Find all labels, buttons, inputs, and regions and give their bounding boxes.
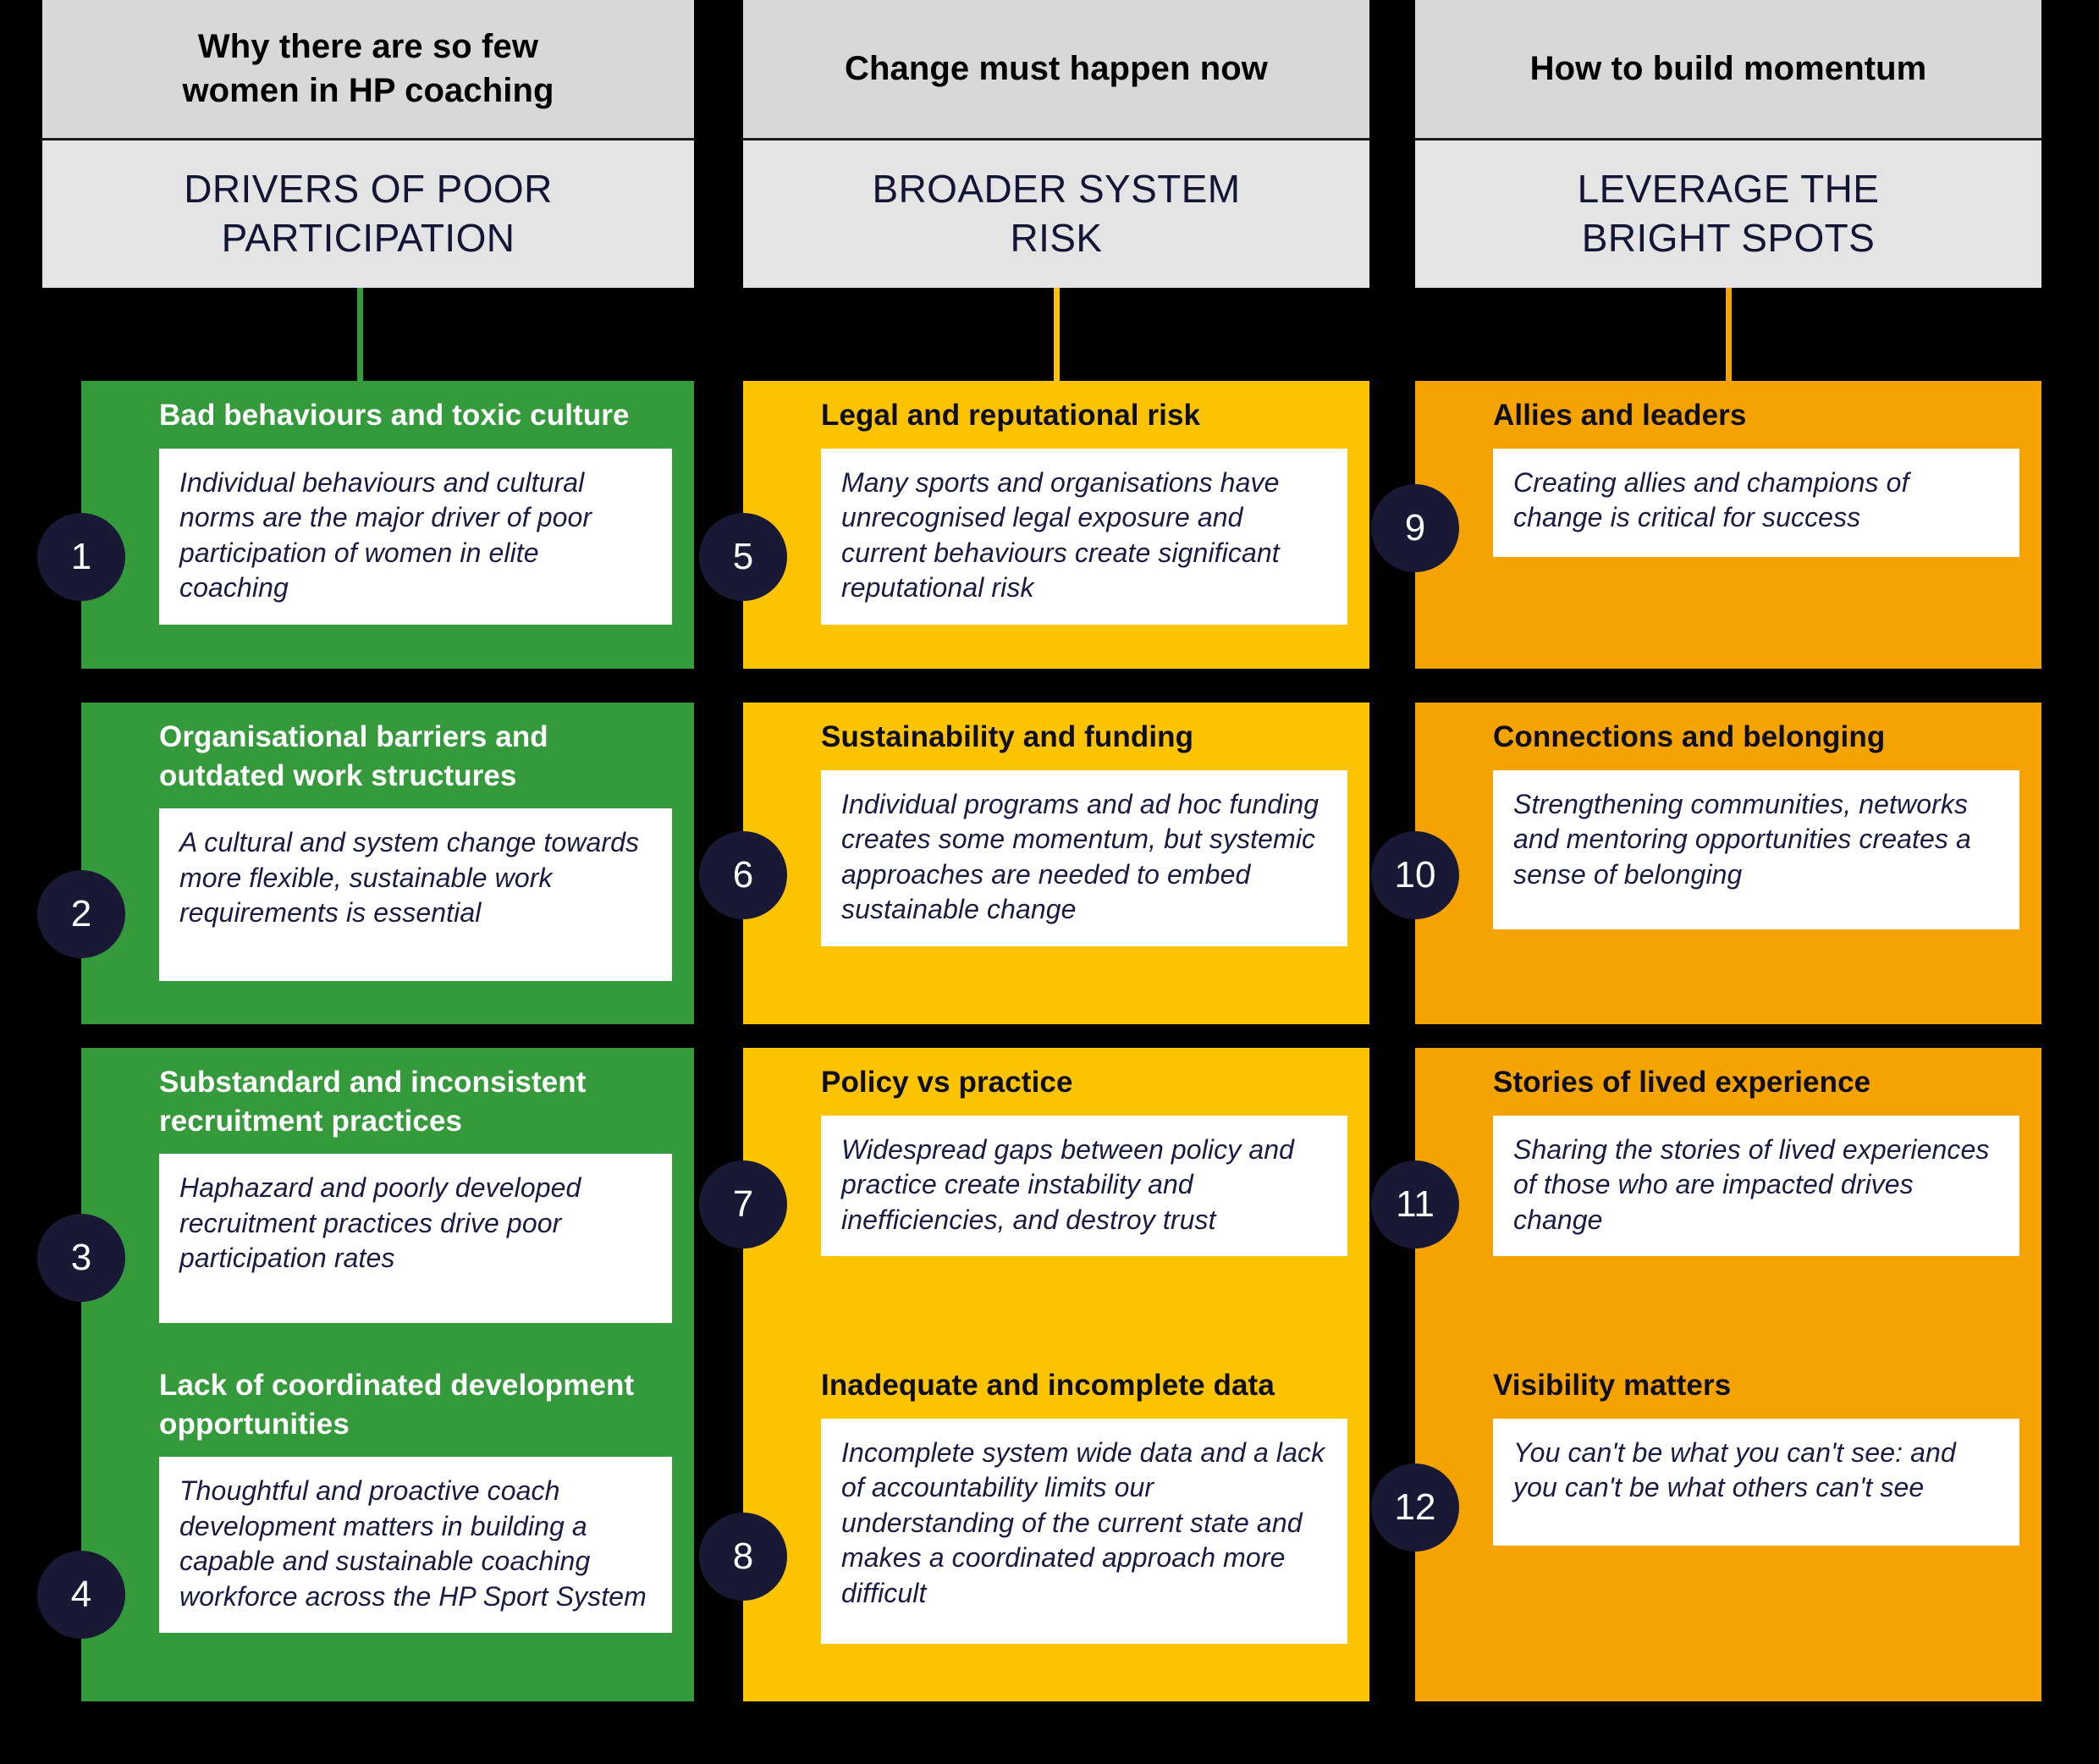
column-kicker-banner: Change must happen now	[743, 0, 1369, 141]
insight-card-title: Inadequate and incomplete data	[821, 1369, 1275, 1402]
insight-card-number: 2	[70, 893, 92, 934]
insight-card-body-text: Strengthening communities, networks and …	[1513, 788, 1971, 890]
insight-card-title: Sustainability and funding	[821, 720, 1194, 753]
insight-card-number: 9	[1404, 507, 1426, 548]
insight-card-number-badge: 11	[1364, 1153, 1467, 1256]
insight-card-number: 3	[70, 1237, 92, 1278]
insight-card-body-box: Widespread gaps between policy and pract…	[821, 1115, 1347, 1257]
insight-card-body-text: A cultural and system change towards mor…	[179, 827, 640, 929]
column-kicker-text: How to build momentum	[1529, 49, 1927, 87]
insight-card[interactable]: Organisational barriers and outdated wor…	[81, 703, 694, 1024]
insight-card-body-box: Haphazard and poorly developed recruitme…	[159, 1154, 672, 1323]
insight-card-body-box: Strengthening communities, networks and …	[1493, 769, 2019, 929]
insight-card-number: 10	[1394, 854, 1436, 896]
insight-card-number: 4	[70, 1574, 92, 1615]
insight-card-number-badge: 6	[691, 824, 795, 927]
insight-card-body-box: Many sports and organisations have unrec…	[821, 448, 1347, 625]
insight-card-body-text: Sharing the stories of lived experiences…	[1513, 1133, 1990, 1235]
insight-card-body-text: Creating allies and champions of change …	[1513, 466, 1909, 533]
insight-card[interactable]: Substandard and inconsistent recruitment…	[81, 1048, 694, 1351]
insight-card-title: Allies and leaders	[1493, 399, 1747, 432]
insight-card-number-badge: 4	[30, 1543, 133, 1646]
insight-card-body-box: Individual programs and ad hoc funding c…	[821, 769, 1347, 946]
insight-card-body-text: You can't be what you can't see: and you…	[1513, 1436, 1956, 1503]
column-kicker-text: Change must happen now	[845, 49, 1268, 87]
insight-card-number-badge: 10	[1364, 824, 1467, 927]
insight-card[interactable]: Lack of coordinated development opportun…	[81, 1351, 694, 1701]
insight-card-number: 11	[1396, 1183, 1435, 1225]
insight-card-body-text: Widespread gaps between policy and pract…	[841, 1133, 1295, 1235]
insight-card-number-badge: 12	[1364, 1456, 1467, 1559]
insight-card-number-badge: 8	[691, 1505, 795, 1608]
insight-card-number: 5	[732, 536, 754, 577]
insight-card-body-text: Individual programs and ad hoc funding c…	[841, 788, 1319, 925]
insight-card-number: 1	[70, 536, 92, 577]
insight-card-body-text: Many sports and organisations have unrec…	[841, 466, 1280, 604]
insight-card-number: 6	[732, 854, 754, 896]
insight-card-title: Substandard and inconsistent recruitment…	[159, 1066, 587, 1138]
column-kicker-banner: How to build momentum	[1415, 0, 2041, 141]
insight-card-number-badge: 3	[30, 1206, 133, 1309]
insight-card-body-box: Individual behaviours and cultural norms…	[159, 448, 672, 625]
insight-card-body-box: A cultural and system change towards mor…	[159, 808, 672, 981]
insight-card-number-badge: 1	[30, 505, 133, 609]
insight-card-body-box: Sharing the stories of lived experiences…	[1493, 1115, 2019, 1257]
insight-card-body-box: Incomplete system wide data and a lack o…	[821, 1418, 1347, 1644]
insight-card-body-text: Individual behaviours and cultural norms…	[179, 466, 592, 604]
insight-card-title: Stories of lived experience	[1493, 1066, 1871, 1099]
insight-card-body-text: Thoughtful and proactive coach developme…	[179, 1475, 647, 1612]
insight-card-body-box: Thoughtful and proactive coach developme…	[159, 1457, 672, 1634]
insight-card-title: Connections and belonging	[1493, 720, 1886, 753]
column-connector-line	[1054, 288, 1060, 381]
insight-card-number: 12	[1394, 1486, 1436, 1528]
insight-card-number-badge: 2	[30, 863, 133, 966]
insight-card-body-text: Haphazard and poorly developed recruitme…	[179, 1172, 581, 1274]
insight-card-number-badge: 9	[1364, 477, 1467, 580]
insight-card-body-box: You can't be what you can't see: and you…	[1493, 1418, 2019, 1546]
insight-card-title: Bad behaviours and toxic culture	[159, 399, 630, 432]
insight-card-title: Organisational barriers and outdated wor…	[159, 720, 548, 792]
insight-card-body-box: Creating allies and champions of change …	[1493, 448, 2019, 557]
insight-card-number-badge: 5	[691, 505, 795, 609]
insight-card-number-badge: 7	[691, 1153, 795, 1256]
column-connector-line	[1726, 288, 1732, 381]
insight-card-title: Policy vs practice	[821, 1066, 1073, 1099]
insight-card-body-text: Incomplete system wide data and a lack o…	[841, 1436, 1325, 1608]
insight-card-number: 7	[732, 1183, 754, 1225]
column-connector-line	[357, 288, 363, 381]
insight-card-title: Lack of coordinated development opportun…	[159, 1369, 635, 1441]
insight-card-number: 8	[732, 1535, 754, 1577]
insight-card-title: Legal and reputational risk	[821, 399, 1201, 432]
insight-card-title: Visibility matters	[1493, 1369, 1732, 1402]
